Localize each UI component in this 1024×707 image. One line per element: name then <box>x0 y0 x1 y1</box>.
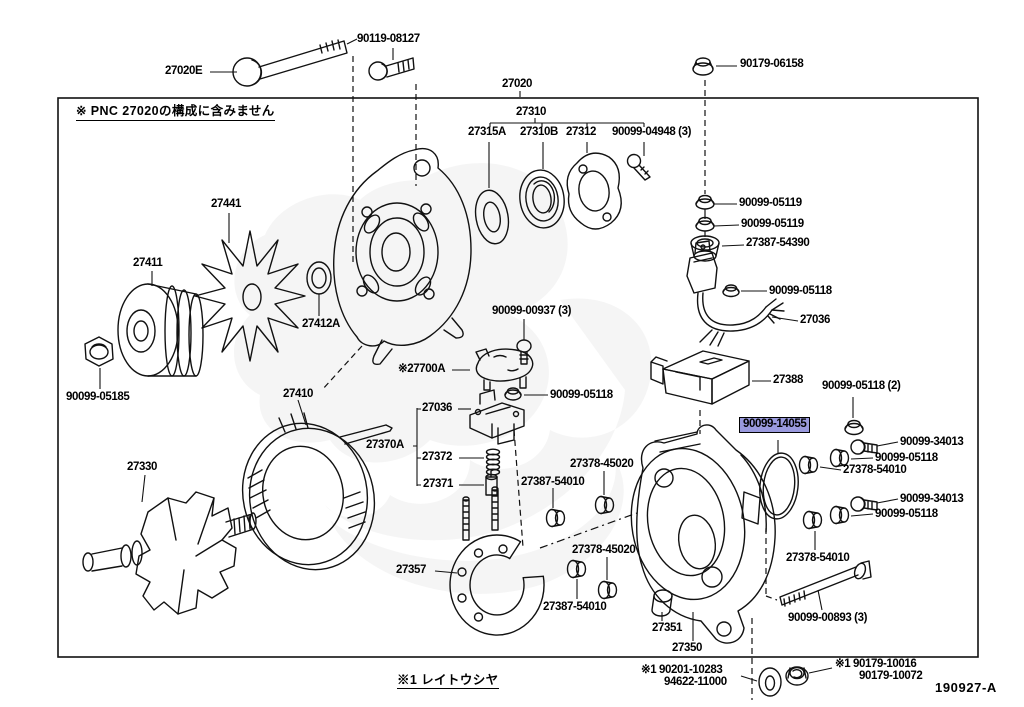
part-label-90099-05118-mid[interactable]: 90099-05118 <box>550 389 613 401</box>
part-label-27357[interactable]: 27357 <box>396 564 426 576</box>
regulator-27700A-drawing <box>475 348 534 391</box>
bearing-27310B-drawing <box>519 169 565 229</box>
bolt-27020E-drawing <box>232 39 348 87</box>
brush-27371-drawing <box>485 468 500 496</box>
part-label-27372[interactable]: 27372 <box>422 451 452 463</box>
stator-27410-drawing <box>241 412 393 571</box>
part-label-27036-right[interactable]: 27036 <box>800 314 830 326</box>
grommet-27378-45020-upper-drawing <box>594 495 615 515</box>
nut-90099-05118-2-drawing <box>844 419 864 436</box>
part-label-90099-05118-right[interactable]: 90099-05118 <box>769 285 832 297</box>
part-label-27410[interactable]: 27410 <box>283 388 313 400</box>
part-label-27330[interactable]: 27330 <box>127 461 157 473</box>
part-label-27310[interactable]: 27310 <box>516 106 546 118</box>
part-label-90099-04948[interactable]: 90099-04948 (3) <box>612 126 692 138</box>
grommet-27378-54010-bottom-drawing <box>802 510 823 530</box>
front-bracket-drawing <box>332 148 472 366</box>
washer-27315A-drawing <box>474 189 510 245</box>
pulley-27411-drawing <box>117 283 204 377</box>
diagram-code: 190927-A <box>935 680 997 695</box>
grommet-27378-45020-lower-drawing <box>597 580 618 600</box>
part-label-90099-00937[interactable]: 90099-00937 (3) <box>492 305 572 317</box>
part-label-27351[interactable]: 27351 <box>652 622 682 634</box>
pnc-note: ※ PNC 27020の構成に含みません <box>76 105 275 121</box>
part-label-90099-34013-1[interactable]: 90099-34013 <box>900 436 964 448</box>
part-label-90099-00893[interactable]: 90099-00893 (3) <box>788 612 868 624</box>
part-label-90099-05118-2[interactable]: 90099-05118 (2) <box>822 380 901 392</box>
part-label-90099-05118-r1[interactable]: 90099-05118 <box>875 452 938 464</box>
part-label-27371[interactable]: 27371 <box>423 478 453 490</box>
nut-90099-05119-lower-drawing <box>695 216 715 232</box>
brush-holder-27036-drawing <box>469 389 525 445</box>
part-label-27312[interactable]: 27312 <box>566 126 596 138</box>
nut-90099-05118-mid-drawing <box>504 387 522 401</box>
part-label-27370A[interactable]: 27370A <box>366 439 404 451</box>
screw-90099-04948-drawing <box>626 153 651 181</box>
part-label-27412A[interactable]: 27412A <box>302 318 340 330</box>
bushing-27351-drawing <box>651 589 673 617</box>
part-label-27700A[interactable]: ※27700A <box>398 363 446 375</box>
part-label-27036-mid[interactable]: 27036 <box>422 402 452 414</box>
part-label-27441[interactable]: 27441 <box>211 198 241 210</box>
bushing-90099-05118-upper-drawing <box>829 448 850 468</box>
grommet-27387-54010-lower-drawing <box>566 559 587 579</box>
diagram-footnote: ※1 レイトウシヤ <box>397 673 499 689</box>
bushing-90099-05118-lower-drawing <box>829 505 850 525</box>
part-label-90099-14055[interactable]: 90099-14055 <box>739 417 811 433</box>
part-label-27378-45020-1[interactable]: 27378-45020 <box>570 458 634 470</box>
part-label-90179-10016[interactable]: ※1 90179-10016 <box>835 658 917 670</box>
part-label-90099-05119-2[interactable]: 90099-05119 <box>741 218 804 230</box>
part-label-90201-10283[interactable]: ※1 90201-10283 <box>641 664 723 676</box>
part-label-90119-08127[interactable]: 90119-08127 <box>357 33 420 45</box>
nut-90099-05118-right-drawing <box>722 284 740 298</box>
part-label-90179-10072[interactable]: 90179-10072 <box>859 670 923 682</box>
o-ring-90099-14055-drawing <box>759 452 799 520</box>
grommet-27378-54010-right-drawing <box>798 455 819 475</box>
nut-90179-10016-drawing <box>785 666 809 686</box>
part-label-90179-06158[interactable]: 90179-06158 <box>740 58 804 70</box>
part-label-90099-34013-2[interactable]: 90099-34013 <box>900 493 964 505</box>
part-label-90099-05185[interactable]: 90099-05185 <box>66 391 130 403</box>
harness-27036-right-drawing <box>686 240 785 347</box>
nut-90179-06158-drawing <box>692 57 714 76</box>
part-label-27310B[interactable]: 27310B <box>520 126 558 138</box>
screw-90099-34013-upper-drawing <box>850 439 878 455</box>
part-label-27388[interactable]: 27388 <box>773 374 803 386</box>
fan-27441-drawing <box>194 230 306 362</box>
part-label-27387-54010-2[interactable]: 27387-54010 <box>543 601 607 613</box>
rectifier-27357-drawing <box>449 486 545 636</box>
part-label-27315A[interactable]: 27315A <box>468 126 506 138</box>
part-label-27020[interactable]: 27020 <box>502 78 532 90</box>
part-label-90099-05119-1[interactable]: 90099-05119 <box>739 197 802 209</box>
nut-90099-05185-drawing <box>84 336 114 367</box>
screw-90099-34013-lower-drawing <box>850 496 878 512</box>
leader-lines <box>99 38 899 682</box>
retainer-27312-drawing <box>566 152 622 230</box>
part-label-27350[interactable]: 27350 <box>672 642 702 654</box>
rear-cover-27350-drawing <box>630 424 776 644</box>
regulator-cover-27388-drawing <box>650 350 750 405</box>
assembly-dashed-lines <box>321 56 778 700</box>
part-label-27387-54010-1[interactable]: 27387-54010 <box>521 476 585 488</box>
nut-90099-05119-upper-drawing <box>695 194 715 210</box>
part-label-94622-11000[interactable]: 94622-11000 <box>664 676 727 688</box>
grommet-27387-54010-upper-drawing <box>545 508 566 528</box>
rotor-27330-drawing <box>82 491 257 615</box>
part-label-27378-54010-1[interactable]: 27378-54010 <box>843 464 907 476</box>
part-label-27411[interactable]: 27411 <box>133 257 163 269</box>
bolt-90099-00893-drawing <box>779 560 872 607</box>
part-label-27378-54010-2[interactable]: 27378-54010 <box>786 552 850 564</box>
part-label-27378-45020-2[interactable]: 27378-45020 <box>572 544 636 556</box>
bolt-90119-08127-drawing <box>368 57 415 81</box>
part-label-27020E[interactable]: 27020E <box>165 65 203 77</box>
part-label-27387-54390[interactable]: 27387-54390 <box>746 237 810 249</box>
part-label-90099-05118-r2[interactable]: 90099-05118 <box>875 508 938 520</box>
washer-94622-11000-drawing <box>758 667 782 697</box>
diagram-border <box>57 97 979 658</box>
